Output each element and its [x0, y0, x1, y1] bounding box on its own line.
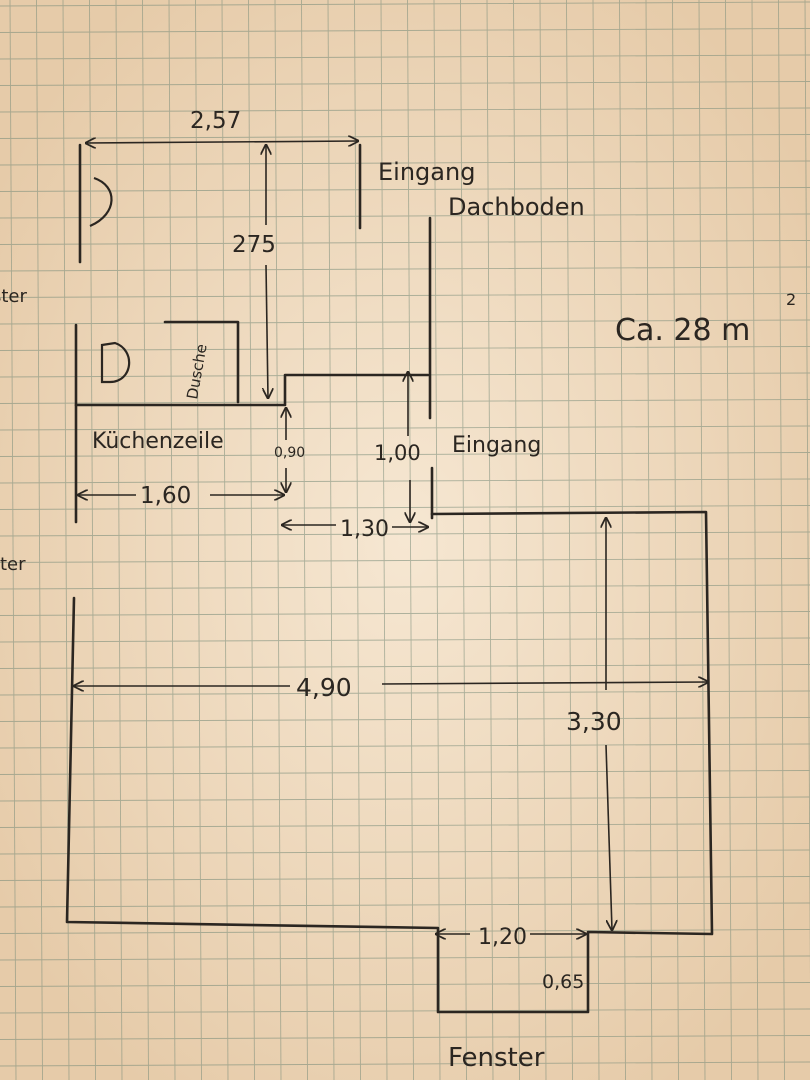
label-edge-upper: ster: [0, 286, 28, 307]
label-entrance-attic-1: Eingang: [378, 158, 475, 186]
toilet-symbol-top: [89, 176, 113, 228]
label-step-width: 1,30: [340, 517, 389, 542]
label-left-height: 275: [232, 232, 276, 258]
toilet-symbol: [100, 341, 131, 384]
label-entrance-attic-2: Dachboden: [448, 193, 585, 221]
label-window: Fenster: [448, 1043, 545, 1073]
label-main-height: 3,30: [566, 707, 622, 736]
label-window-width: 1,20: [478, 925, 527, 950]
label-kitchen-length: 1,60: [140, 483, 191, 509]
label-entrance: Eingang: [452, 433, 541, 458]
label-edge-lower: ter: [0, 554, 26, 575]
fixtures: [89, 176, 131, 384]
label-area: Ca. 28 m: [615, 313, 750, 348]
dimension-lines: [74, 141, 708, 934]
label-kitchen: Küchenzeile: [92, 429, 224, 454]
walls: [65, 143, 714, 1014]
label-area-exponent: 2: [786, 290, 796, 309]
label-corridor-width: 1,00: [374, 441, 421, 465]
label-main-width: 4,90: [296, 673, 352, 702]
label-kitchen-depth: 0,90: [274, 445, 305, 461]
label-top-width: 2,57: [190, 108, 241, 134]
label-window-depth: 0,65: [542, 971, 584, 993]
